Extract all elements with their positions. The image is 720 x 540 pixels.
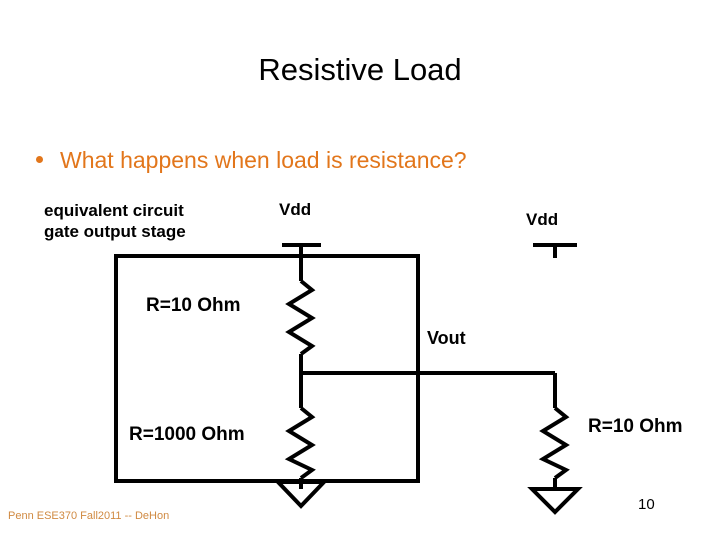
page-title: Resistive Load	[258, 52, 462, 87]
resistor-r-bottom	[284, 406, 316, 480]
vdd-left-label: Vdd	[279, 200, 312, 219]
ground-symbol-right	[527, 487, 583, 515]
vout-node-label: Vout	[427, 328, 466, 348]
bullet-list-item: What happens when load is resistance?	[30, 145, 690, 179]
vdd-right-label: Vdd	[526, 210, 559, 229]
equivalent-circuit-box	[114, 254, 420, 483]
bullet-marker-icon	[36, 156, 43, 163]
page-number: 10	[638, 496, 655, 513]
resistor-r-top	[285, 279, 316, 356]
resistor-r-top-label: R=10 Ohm	[146, 295, 241, 316]
equivalent-circuit-label-line1: equivalent circuit	[44, 201, 184, 220]
equivalent-circuit-label: equivalent circuit gate output stage	[44, 200, 186, 242]
ground-symbol-left	[273, 480, 329, 509]
bullet-item-label: What happens when load is resistance?	[60, 147, 467, 173]
resistor-r-bottom-label: R=1000 Ohm	[129, 424, 245, 445]
footer-attribution: Penn ESE370 Fall2011 -- DeHon	[8, 510, 170, 522]
resistor-r-load-label: R=10 Ohm	[588, 416, 683, 437]
resistor-r-load	[538, 406, 570, 480]
equivalent-circuit-label-line2: gate output stage	[44, 222, 186, 241]
